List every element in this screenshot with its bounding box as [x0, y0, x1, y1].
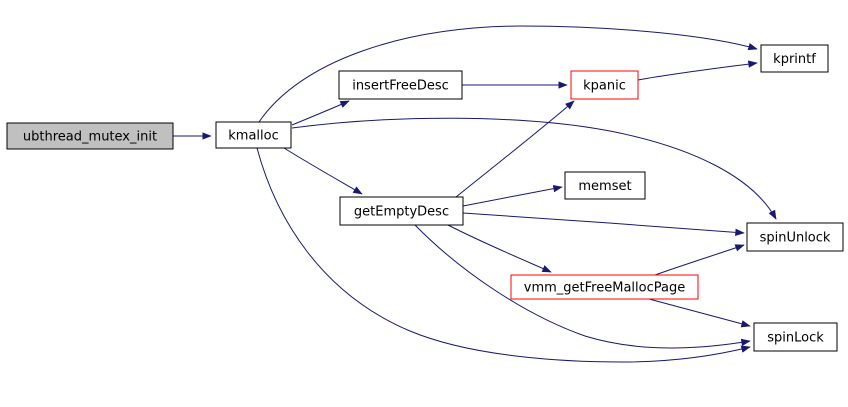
node-getEmptyDesc[interactable]: getEmptyDesc [339, 196, 464, 226]
edge-getEmptyDesc-vmm_getFreeMallocPage [447, 224, 552, 273]
node-vmm_getFreeMallocPage[interactable]: vmm_getFreeMallocPage [510, 274, 699, 300]
node-box-kmalloc[interactable] [215, 121, 292, 149]
node-label-vmm_getFreeMallocPage: vmm_getFreeMallocPage [524, 281, 685, 296]
node-ubthread_mutex_init: ubthread_mutex_init [6, 122, 174, 150]
node-box-memset[interactable] [564, 171, 646, 200]
edge-vmm_getFreeMallocPage-spinUnlock [654, 244, 745, 276]
edge-kmalloc-spinLock [256, 147, 751, 363]
node-label-insertFreeDesc: insertFreeDesc [352, 79, 449, 94]
node-memset[interactable]: memset [564, 171, 646, 200]
edge-kmalloc-insertFreeDesc [291, 100, 350, 126]
edge-getEmptyDesc-kpanic [455, 100, 575, 198]
edge-vmm_getFreeMallocPage-spinLock [648, 298, 751, 328]
node-box-insertFreeDesc[interactable] [338, 70, 463, 100]
node-kpanic[interactable]: kpanic [570, 70, 639, 100]
edge-kmalloc-kprintf [258, 25, 758, 123]
node-label-kmalloc: kmalloc [228, 129, 278, 144]
edge-getEmptyDesc-spinUnlock [462, 212, 745, 237]
node-box-ubthread_mutex_init [6, 122, 174, 150]
node-spinLock[interactable]: spinLock [753, 322, 838, 352]
node-box-spinLock[interactable] [753, 322, 838, 352]
node-label-kprintf: kprintf [773, 52, 816, 67]
node-insertFreeDesc[interactable]: insertFreeDesc [338, 70, 463, 100]
node-label-spinUnlock: spinUnlock [760, 231, 831, 246]
node-kmalloc[interactable]: kmalloc [215, 121, 292, 149]
node-box-getEmptyDesc[interactable] [339, 196, 464, 226]
edge-kpanic-kprintf [637, 60, 758, 81]
node-box-spinUnlock[interactable] [746, 222, 844, 252]
node-label-memset: memset [578, 179, 631, 194]
node-label-getEmptyDesc: getEmptyDesc [354, 205, 449, 220]
node-box-kprintf[interactable] [760, 44, 829, 73]
edge-kmalloc-getEmptyDesc [283, 147, 363, 195]
edge-getEmptyDesc-spinLock [414, 224, 751, 349]
node-label-spinLock: spinLock [767, 331, 824, 346]
node-box-kpanic[interactable] [570, 70, 639, 100]
node-label-ubthread_mutex_init: ubthread_mutex_init [23, 130, 157, 145]
edge-getEmptyDesc-memset [462, 184, 563, 207]
node-label-kpanic: kpanic [583, 79, 626, 94]
node-spinUnlock[interactable]: spinUnlock [746, 222, 844, 252]
edge-kmalloc-spinUnlock [291, 117, 777, 220]
node-kprintf[interactable]: kprintf [760, 44, 829, 73]
node-box-vmm_getFreeMallocPage[interactable] [510, 274, 699, 300]
